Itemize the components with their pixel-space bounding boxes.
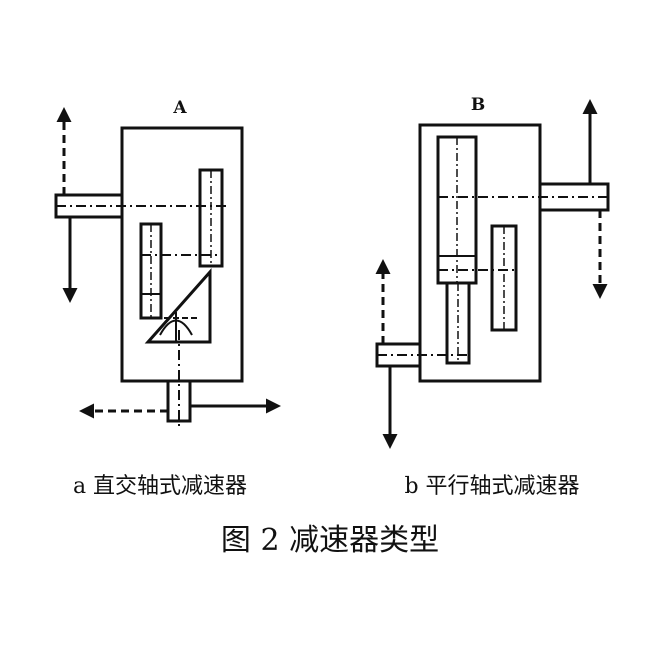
label-a: A <box>172 98 187 118</box>
output-shaft-a <box>166 379 192 423</box>
caption-a: a 直交轴式减速器 <box>73 474 247 499</box>
diagram-a: A <box>54 98 281 428</box>
gear-a-left <box>139 222 163 320</box>
diagram-b: B <box>375 95 610 449</box>
label-b: B <box>471 95 485 115</box>
housing-b <box>418 123 542 383</box>
figure-title: 图 2 减速器类型 <box>221 523 439 558</box>
bevel-gear-a-arc <box>159 319 193 336</box>
caption-b: b 平行轴式减速器 <box>404 474 579 499</box>
bevel-gear-a <box>144 268 212 344</box>
